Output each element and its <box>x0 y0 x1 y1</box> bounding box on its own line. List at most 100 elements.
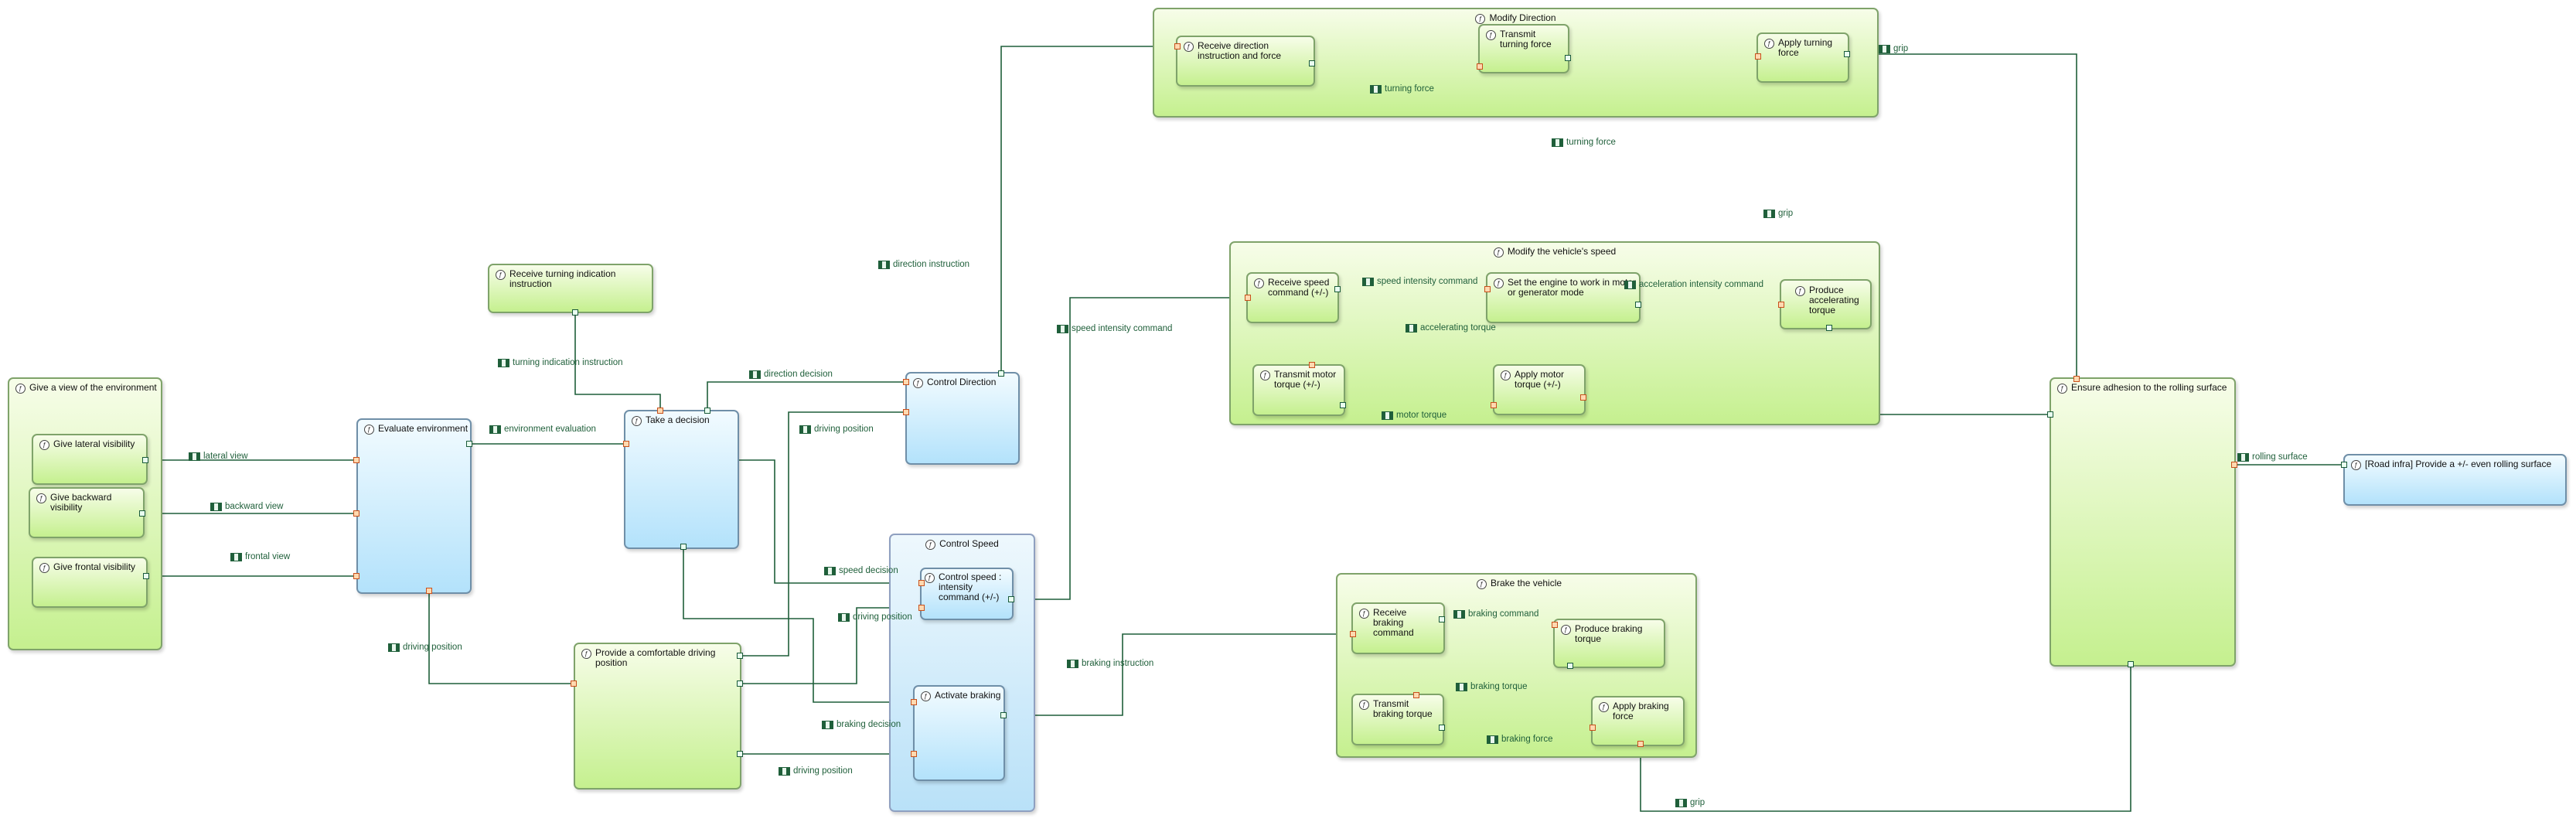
input-port-icon[interactable] <box>426 588 432 594</box>
flow-label[interactable]: grip <box>1675 798 1705 807</box>
output-port-icon[interactable] <box>2128 661 2134 667</box>
output-port-icon[interactable] <box>680 544 687 550</box>
flow-label[interactable]: turning force <box>1370 84 1434 94</box>
output-port-icon[interactable] <box>1008 596 1014 602</box>
input-port-icon[interactable] <box>911 699 917 705</box>
flow-label[interactable]: speed intensity command <box>1057 324 1172 333</box>
flow-label[interactable]: direction decision <box>749 370 833 379</box>
input-port-icon[interactable] <box>1413 692 1419 698</box>
flow-label[interactable]: driving position <box>838 612 912 622</box>
input-port-icon[interactable] <box>1309 362 1315 368</box>
flow-label[interactable]: turning indication instruction <box>498 358 623 367</box>
input-port-icon[interactable] <box>1590 725 1596 731</box>
input-port-icon[interactable] <box>353 510 359 517</box>
input-port-icon[interactable] <box>571 680 577 687</box>
flow-label[interactable]: braking torque <box>1456 682 1528 691</box>
flow-label[interactable]: turning force <box>1552 138 1616 147</box>
output-port-icon[interactable] <box>1334 286 1341 292</box>
input-port-icon[interactable] <box>918 605 925 611</box>
input-port-icon[interactable] <box>353 573 359 579</box>
output-port-icon[interactable] <box>1439 616 1445 622</box>
flow-label[interactable]: speed decision <box>824 566 898 575</box>
flow-label[interactable]: environment evaluation <box>489 425 596 434</box>
input-port-icon[interactable] <box>903 379 909 385</box>
input-port-icon[interactable] <box>1552 622 1558 628</box>
function-road-infra-rolling-surface[interactable]: ƒ[Road infra] Provide a +/- even rolling… <box>2343 454 2567 506</box>
output-port-icon[interactable] <box>1635 302 1641 308</box>
flow-label[interactable]: braking command <box>1453 609 1538 619</box>
flow-label[interactable]: braking instruction <box>1067 659 1153 668</box>
output-port-icon[interactable] <box>143 573 149 579</box>
input-port-icon[interactable] <box>657 408 663 414</box>
flow-label[interactable]: grip <box>1763 209 1793 218</box>
output-port-icon[interactable] <box>704 408 710 414</box>
input-port-icon[interactable] <box>2073 376 2080 382</box>
output-port-icon[interactable] <box>1000 712 1007 718</box>
flow-label[interactable]: backward view <box>210 502 283 511</box>
output-port-icon[interactable] <box>1309 60 1315 67</box>
output-port-icon[interactable] <box>737 680 743 687</box>
flow-label[interactable]: frontal view <box>230 552 290 561</box>
output-port-icon[interactable] <box>1844 51 1850 57</box>
output-port-icon[interactable] <box>1439 725 1445 731</box>
input-port-icon[interactable] <box>903 409 909 415</box>
output-port-icon[interactable] <box>1826 325 1832 331</box>
input-port-icon[interactable] <box>1174 43 1181 49</box>
output-port-icon[interactable] <box>139 510 145 517</box>
output-port-icon[interactable] <box>1567 663 1573 669</box>
input-port-icon[interactable] <box>1350 631 1356 637</box>
output-port-icon[interactable] <box>1565 55 1571 61</box>
input-port-icon[interactable] <box>1755 53 1761 60</box>
input-port-icon[interactable] <box>1637 741 1644 747</box>
flow-label[interactable]: driving position <box>799 425 874 434</box>
output-port-icon[interactable] <box>142 457 148 463</box>
input-port-icon[interactable] <box>911 751 917 757</box>
flow-label[interactable]: speed intensity command <box>1362 277 1477 286</box>
input-port-icon[interactable] <box>918 580 925 586</box>
flow-label[interactable]: lateral view <box>189 452 248 461</box>
input-port-icon[interactable] <box>1477 63 1483 70</box>
input-port-icon[interactable] <box>623 441 629 447</box>
input-port-icon[interactable] <box>353 457 359 463</box>
output-port-icon[interactable] <box>737 751 743 757</box>
input-port-icon[interactable] <box>1580 394 1586 401</box>
input-port-icon[interactable] <box>1245 295 1251 301</box>
flow-label[interactable]: direction instruction <box>878 260 969 269</box>
output-port-icon[interactable] <box>737 653 743 659</box>
output-port-icon[interactable] <box>2341 462 2347 468</box>
flow-label[interactable]: braking decision <box>822 720 901 729</box>
flow-label[interactable]: rolling surface <box>2237 452 2308 462</box>
output-port-icon[interactable] <box>572 309 578 315</box>
flow-label[interactable]: accelerating torque <box>1406 323 1496 333</box>
flow-label[interactable]: driving position <box>779 766 853 776</box>
output-port-icon[interactable] <box>466 441 472 447</box>
input-port-icon[interactable] <box>1484 286 1491 292</box>
flow-label[interactable]: braking force <box>1487 735 1552 744</box>
flow-label[interactable]: driving position <box>388 643 462 652</box>
flow-label[interactable]: motor torque <box>1382 411 1446 420</box>
flow-label[interactable]: acceleration intensity command <box>1624 280 1763 289</box>
flow-label[interactable]: grip <box>1879 44 1908 53</box>
output-port-icon[interactable] <box>998 370 1004 377</box>
output-port-icon[interactable] <box>2047 411 2053 418</box>
